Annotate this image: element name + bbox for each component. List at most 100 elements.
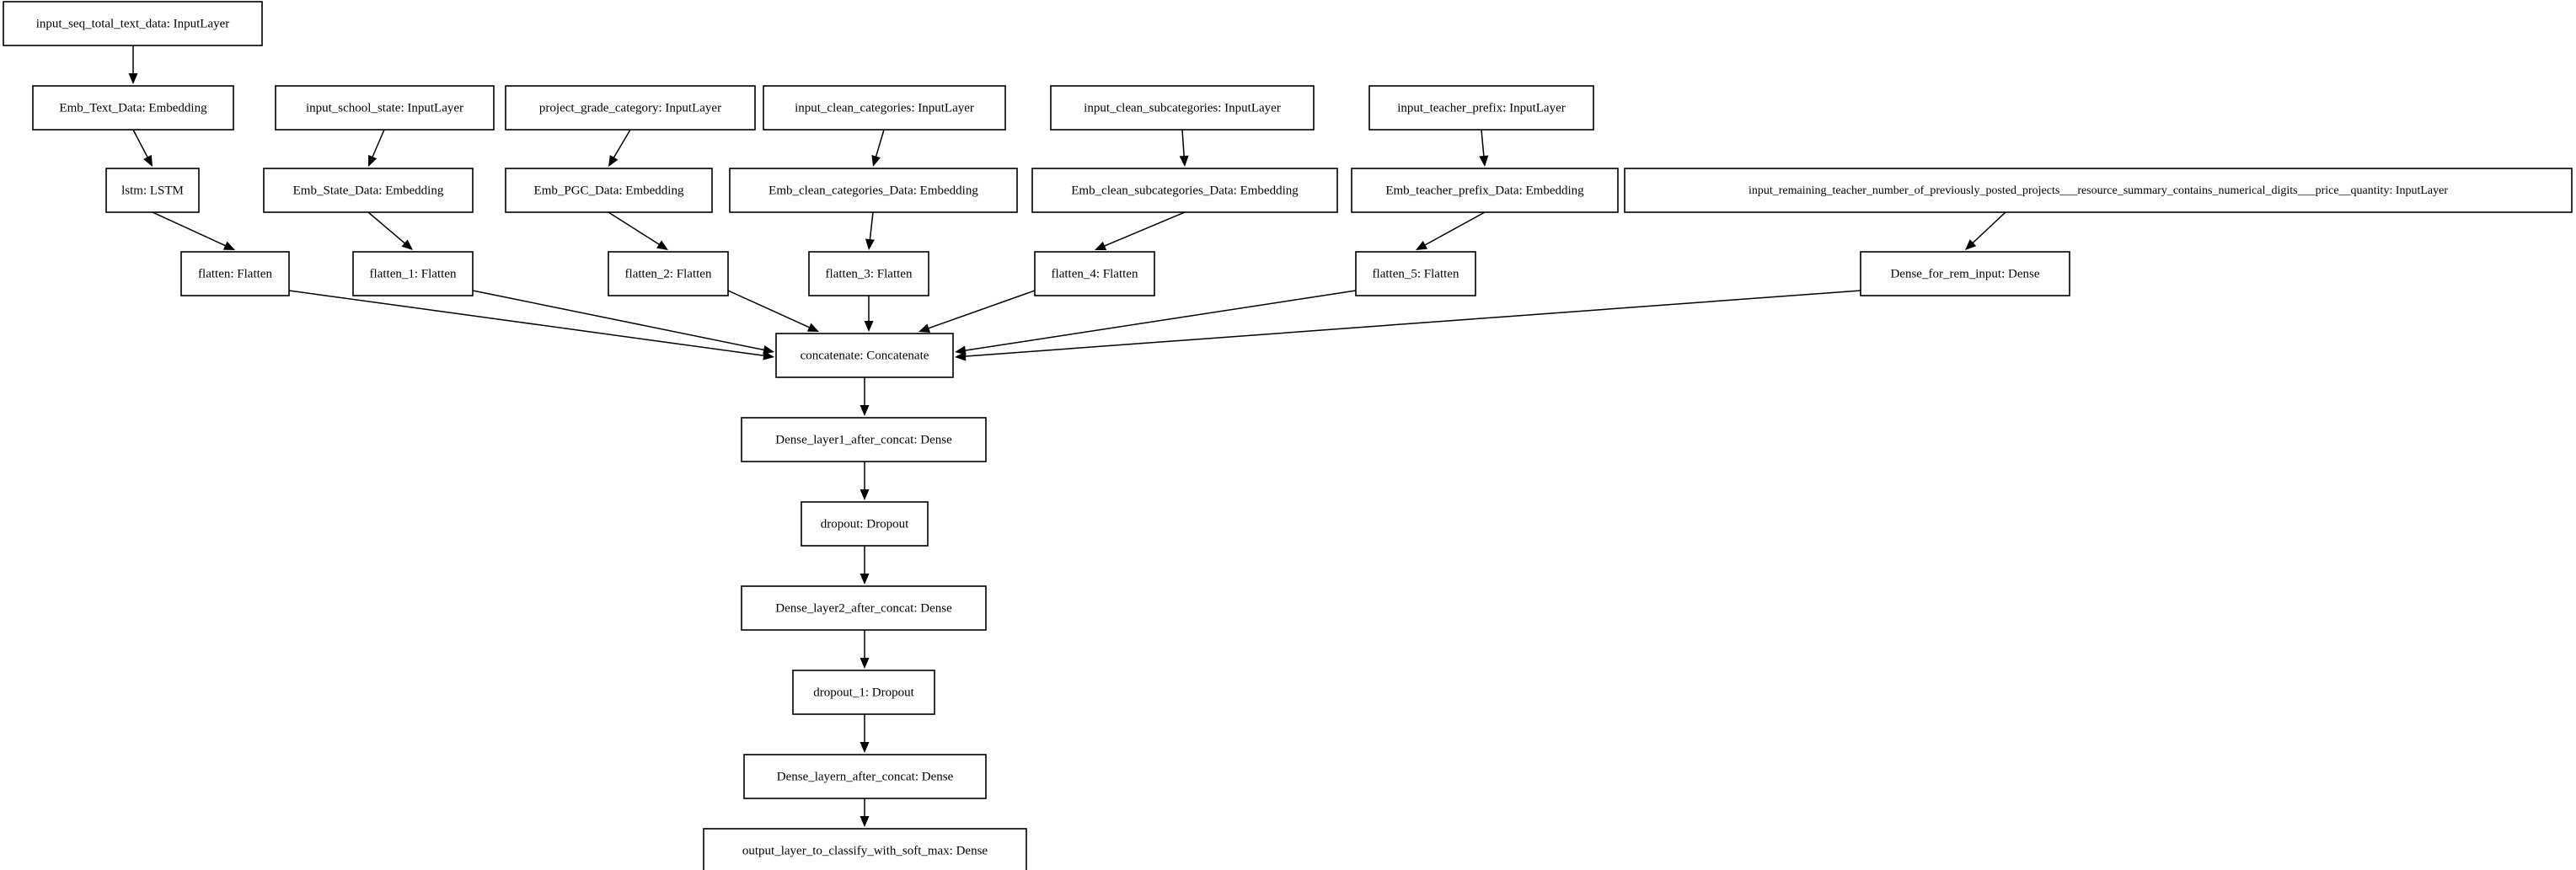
edge-line: [132, 129, 149, 158]
node-Emb_State_Data[interactable]: Emb_State_Data: Embedding: [263, 168, 474, 213]
node-dropout[interactable]: dropout: Dropout: [801, 501, 929, 547]
node-box[interactable]: [808, 251, 929, 296]
node-box[interactable]: [729, 168, 1018, 213]
node-Emb_Text_Data[interactable]: Emb_Text_Data: Embedding: [32, 85, 234, 131]
edge-flatten_1-to-concatenate: [472, 290, 774, 355]
node-Emb_teacher_prefix_Data[interactable]: Emb_teacher_prefix_Data: Embedding: [1351, 168, 1619, 213]
arrow-head-icon: [763, 345, 774, 355]
edges-layer: [128, 45, 2006, 827]
edge-line: [1181, 129, 1185, 157]
node-box[interactable]: [1368, 85, 1594, 131]
edge-Emb_State_Data-to-flatten_1: [367, 211, 413, 250]
node-flatten_4[interactable]: flatten_4: Flatten: [1034, 251, 1155, 296]
edge-flatten_4-to-concatenate: [918, 290, 1036, 333]
node-box[interactable]: [352, 251, 474, 296]
node-Emb_clean_categories_Data[interactable]: Emb_clean_categories_Data: Embedding: [729, 168, 1018, 213]
node-label: input_teacher_prefix: InputLayer: [1397, 101, 1566, 115]
node-box[interactable]: [775, 333, 954, 378]
node-input_remaining_block[interactable]: input_remaining_teacher_number_of_previo…: [1624, 168, 2573, 213]
edge-line: [613, 129, 631, 159]
node-box[interactable]: [801, 501, 929, 547]
node-box[interactable]: [703, 828, 1027, 870]
edge-project_grade_category-to-Emb_PGC_Data: [608, 129, 631, 167]
node-label: input_clean_categories: InputLayer: [795, 101, 974, 115]
node-flatten_2[interactable]: flatten_2: Flatten: [608, 251, 729, 296]
node-input_clean_subcategories[interactable]: input_clean_subcategories: InputLayer: [1050, 85, 1315, 131]
node-flatten_1[interactable]: flatten_1: Flatten: [352, 251, 474, 296]
node-Emb_clean_subcategories_Data[interactable]: Emb_clean_subcategories_Data: Embedding: [1031, 168, 1338, 213]
edge-line: [1481, 129, 1485, 157]
node-flatten[interactable]: flatten: Flatten: [180, 251, 290, 296]
node-box[interactable]: [1050, 85, 1315, 131]
edge-input_clean_categories-to-Emb_clean_categories_Data: [871, 129, 885, 167]
arrow-head-icon: [918, 323, 931, 333]
arrow-head-icon: [860, 816, 870, 827]
arrow-head-icon: [865, 238, 875, 250]
node-box[interactable]: [275, 85, 495, 131]
node-dropout_1[interactable]: dropout_1: Dropout: [792, 670, 935, 715]
node-label: output_layer_to_classify_with_soft_max: …: [742, 844, 988, 857]
edge-line: [608, 211, 661, 246]
node-box[interactable]: [792, 670, 935, 715]
node-box[interactable]: [505, 168, 713, 213]
edge-line: [472, 290, 765, 351]
node-box[interactable]: [1860, 251, 2070, 296]
node-Dense_layer2_after_concat[interactable]: Dense_layer2_after_concat: Dense: [741, 585, 987, 631]
node-label: project_grade_category: InputLayer: [539, 101, 721, 115]
node-box[interactable]: [32, 85, 234, 131]
arrow-head-icon: [955, 351, 967, 361]
node-box[interactable]: [741, 417, 987, 462]
edge-line: [875, 129, 885, 157]
node-label: flatten: Flatten: [198, 267, 272, 280]
node-box[interactable]: [743, 754, 987, 799]
node-box[interactable]: [741, 585, 987, 631]
node-box[interactable]: [608, 251, 729, 296]
node-Dense_for_rem_input[interactable]: Dense_for_rem_input: Dense: [1860, 251, 2070, 296]
node-box[interactable]: [3, 1, 263, 46]
arrow-head-icon: [860, 489, 870, 500]
node-lstm[interactable]: lstm: LSTM: [105, 168, 200, 213]
node-label: dropout_1: Dropout: [813, 686, 914, 699]
node-box[interactable]: [180, 251, 290, 296]
node-box[interactable]: [763, 85, 1006, 131]
node-input_clean_categories[interactable]: input_clean_categories: InputLayer: [763, 85, 1006, 131]
node-Emb_PGC_Data[interactable]: Emb_PGC_Data: Embedding: [505, 168, 713, 213]
edge-input_remaining_block-to-Dense_for_rem_input: [1965, 211, 2006, 250]
node-flatten_3[interactable]: flatten_3: Flatten: [808, 251, 929, 296]
node-output_layer_to_classify_with_soft_max[interactable]: output_layer_to_classify_with_soft_max: …: [703, 828, 1027, 870]
node-box[interactable]: [1355, 251, 1476, 296]
node-input_school_state[interactable]: input_school_state: InputLayer: [275, 85, 495, 131]
arrow-head-icon: [1095, 241, 1107, 251]
node-project_grade_category[interactable]: project_grade_category: InputLayer: [505, 85, 756, 131]
edge-Dense_for_rem_input-to-concatenate: [955, 290, 1861, 361]
node-label: Dense_for_rem_input: Dense: [1890, 267, 2039, 280]
arrow-head-icon: [401, 239, 413, 250]
node-concatenate[interactable]: concatenate: Concatenate: [775, 333, 954, 378]
node-label: Emb_teacher_prefix_Data: Embedding: [1385, 184, 1584, 197]
node-label: dropout: Dropout: [821, 517, 909, 531]
node-Dense_layer1_after_concat[interactable]: Dense_layer1_after_concat: Dense: [741, 417, 987, 462]
node-box[interactable]: [1351, 168, 1619, 213]
node-box[interactable]: [1624, 168, 2573, 213]
node-box[interactable]: [1034, 251, 1155, 296]
edge-line: [727, 290, 811, 328]
arrow-head-icon: [871, 154, 881, 167]
node-box[interactable]: [1031, 168, 1338, 213]
node-label: flatten_5: Flatten: [1373, 267, 1459, 280]
node-box[interactable]: [505, 85, 756, 131]
arrow-head-icon: [128, 73, 138, 84]
node-label: input_seq_total_text_data: InputLayer: [36, 17, 230, 30]
edge-dropout_1-to-Dense_layern_after_concat: [860, 714, 870, 753]
node-box[interactable]: [105, 168, 200, 213]
node-Dense_layern_after_concat[interactable]: Dense_layern_after_concat: Dense: [743, 754, 987, 799]
node-flatten_5[interactable]: flatten_5: Flatten: [1355, 251, 1476, 296]
edge-line: [964, 290, 1357, 351]
edge-lstm-to-flatten: [152, 211, 235, 250]
arrow-head-icon: [1416, 240, 1428, 250]
node-box[interactable]: [263, 168, 474, 213]
arrow-head-icon: [860, 405, 870, 416]
node-input_seq_total_text_data[interactable]: input_seq_total_text_data: InputLayer: [3, 1, 263, 46]
node-input_teacher_prefix[interactable]: input_teacher_prefix: InputLayer: [1368, 85, 1594, 131]
edge-line: [869, 211, 874, 241]
edge-line: [152, 211, 227, 247]
